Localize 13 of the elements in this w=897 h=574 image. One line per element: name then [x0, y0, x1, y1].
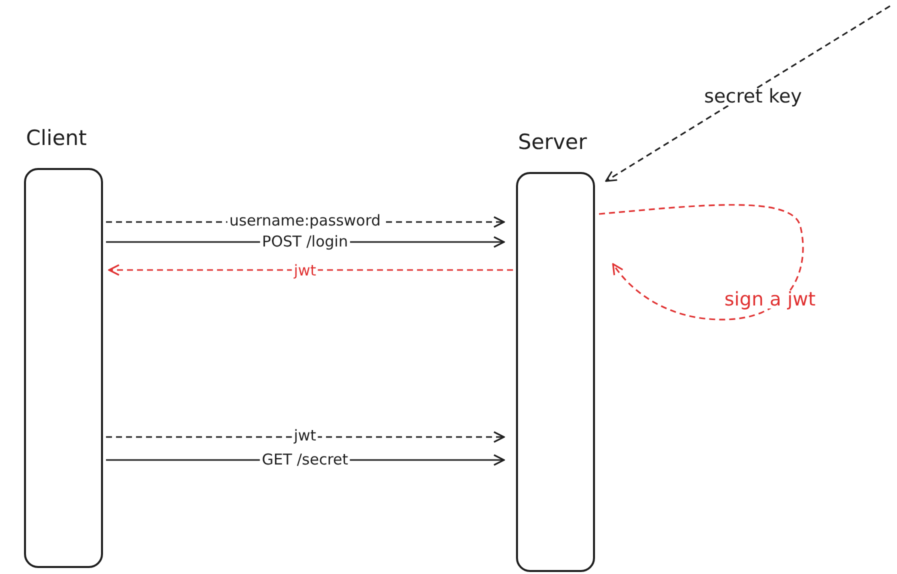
- participant-label: Client: [26, 126, 87, 150]
- participant-label: Server: [518, 130, 587, 154]
- arrow: [598, 204, 804, 320]
- arrow: [605, 5, 890, 182]
- edge-label: GET /secret: [260, 452, 350, 468]
- edge-label: sign a jwt: [722, 292, 818, 308]
- arrow: [108, 264, 513, 276]
- arrow: [106, 431, 505, 443]
- edge-label: jwt: [292, 428, 318, 444]
- edge-label: jwt: [292, 262, 318, 280]
- edge-label: username:password: [227, 212, 383, 230]
- edge-label: POST /login: [260, 234, 350, 250]
- edge-label: secret key: [702, 88, 804, 106]
